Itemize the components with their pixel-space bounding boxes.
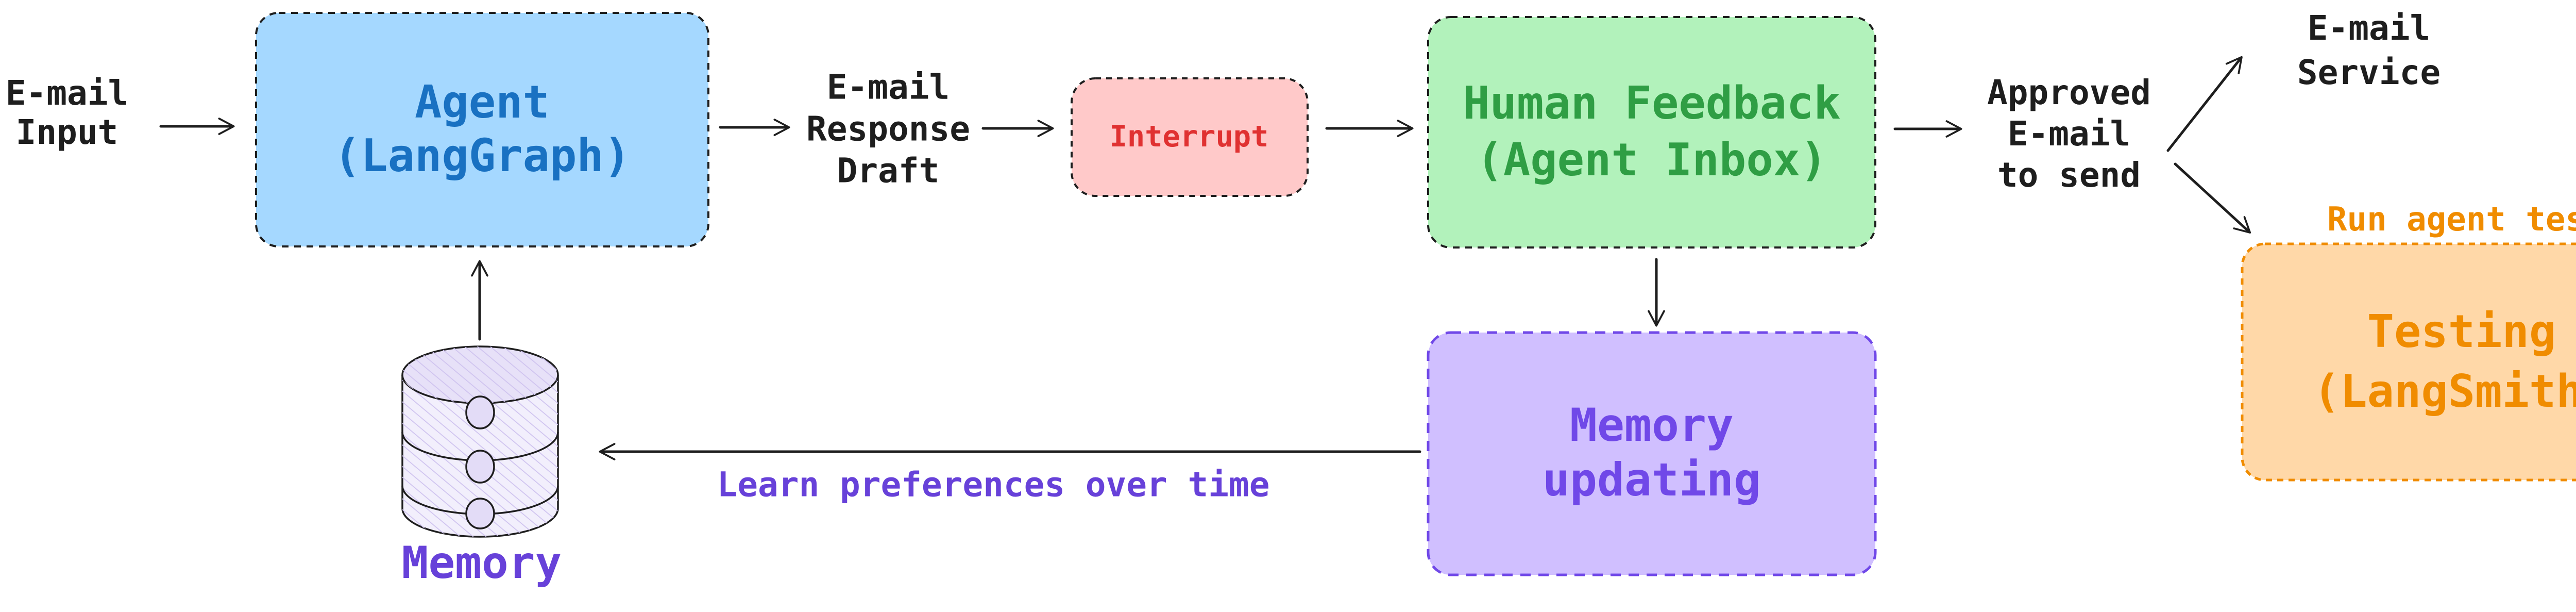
label-email-response-draft-line3: Draft [837,151,940,191]
label-email-service: E-mail Service [2297,6,2441,95]
agent-node-label: Agent (LangGraph) [334,75,631,183]
human-feedback-node-label-line2: (Agent Inbox) [1476,134,1827,186]
arrow-approved-email-to-email-service [2166,56,2243,152]
testing-node-label-line1: Testing [2367,305,2556,358]
label-approved-email-line2: E-mail [2007,114,2131,154]
label-approved-email: Approved E-mail to send [1987,72,2151,196]
human-feedback-node-box [1427,16,1876,249]
agent-node-box [255,12,709,247]
agent-node-label-line2: (LangGraph) [333,129,631,182]
label-email-input: E-mail Input [6,74,128,152]
cylinder-hole-3 [465,498,495,530]
label-email-response-draft-line2: Response [806,109,970,149]
memory-updating-node-label-line2: updating [1543,453,1761,506]
testing-node-label-line2: (LangSmith) [2313,365,2576,418]
memory-updating-node-box [1427,331,1877,576]
label-email-response-draft: E-mail Response Draft [806,67,970,192]
arrow-approved-email-to-testing [2174,162,2251,234]
label-memory: Memory [401,537,562,589]
cylinder-top-hatch [402,346,558,403]
label-learn-preferences: Learn preferences over time [717,465,1270,505]
label-email-service-line1: E-mail [2307,8,2431,48]
agent-node-label-line1: Agent [415,76,550,128]
memory-updating-node-label-line1: Memory [1570,399,1734,452]
interrupt-node-label: Interrupt [1110,120,1269,154]
memory-database-icon [401,345,559,538]
testing-node-label: Testing (LangSmith) [2313,302,2576,421]
label-email-service-line2: Service [2297,53,2441,92]
interrupt-node-box [1071,77,1309,197]
memory-updating-node-label: Memory updating [1543,398,1761,507]
cylinder-hole-2 [465,450,495,484]
human-feedback-node-label: Human Feedback (Agent Inbox) [1463,75,1840,188]
label-approved-email-line1: Approved [1987,73,2151,112]
cylinder-hole-1 [465,395,495,429]
label-email-response-draft-line1: E-mail [826,67,950,107]
label-run-agent-tests: Run agent tests [2327,201,2576,239]
label-approved-email-line3: to send [1997,155,2141,195]
human-feedback-node-label-line1: Human Feedback [1463,77,1841,129]
label-email-input-line2: Input [15,112,118,152]
testing-node-box [2241,242,2576,482]
label-email-input-line1: E-mail [5,73,129,113]
interrupt-node-label-line1: Interrupt [1109,120,1269,154]
